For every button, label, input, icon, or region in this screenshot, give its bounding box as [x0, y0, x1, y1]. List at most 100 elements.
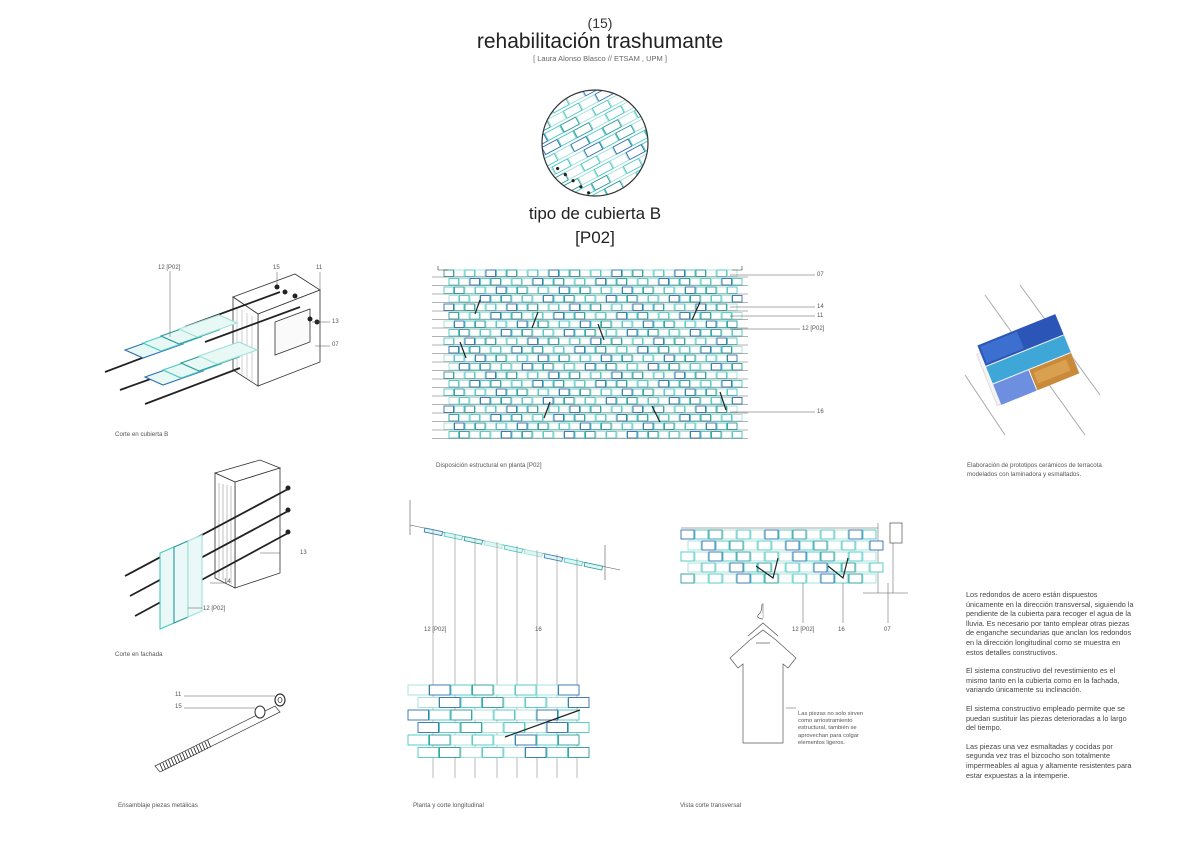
plan-tile — [632, 303, 643, 311]
plan-tile — [679, 431, 690, 439]
plan-tile — [611, 303, 622, 311]
plan-tile — [674, 320, 685, 328]
transverse-tile — [694, 551, 709, 562]
plan-tile — [727, 286, 738, 294]
plan-tile — [548, 337, 559, 345]
caption-vista: Vista corte transversal — [680, 802, 742, 809]
plan-tile — [616, 431, 627, 439]
plan-tile — [627, 312, 638, 320]
plan-tile — [574, 363, 585, 371]
circle-tile — [639, 90, 648, 91]
circle-tile — [578, 94, 599, 111]
longitudinal-tile — [568, 747, 590, 758]
plan-tile — [711, 312, 722, 320]
plan-tile — [690, 431, 701, 439]
plan-tile — [664, 371, 675, 379]
plan-tile — [548, 405, 559, 413]
transverse-tile — [785, 540, 800, 551]
plan-tile — [559, 371, 570, 379]
plan-tile — [517, 422, 528, 430]
plan-tile — [690, 278, 701, 286]
plan-tile — [506, 286, 517, 294]
plan-tile — [685, 405, 696, 413]
plan-tile — [627, 380, 638, 388]
plan-tile — [616, 329, 627, 337]
plan-tile — [658, 380, 669, 388]
plan-tile — [469, 363, 480, 371]
longitudinal-roof-tile — [543, 553, 564, 562]
plan-tile — [569, 320, 580, 328]
plan-tile — [606, 312, 617, 320]
plan-tile — [643, 405, 654, 413]
circle-tile — [617, 110, 638, 127]
plan-tile — [532, 278, 543, 286]
circle-tile — [583, 141, 604, 158]
circle-tile — [542, 138, 562, 156]
longitudinal-tile — [558, 709, 580, 721]
plan-tile — [627, 414, 638, 422]
plan-tile — [443, 405, 454, 413]
plan-tile — [454, 320, 465, 328]
plan-tile — [606, 363, 617, 371]
circle-tile — [652, 156, 671, 171]
plan-tile — [501, 414, 512, 422]
longitudinal-tile — [450, 734, 472, 746]
plan-tile — [496, 371, 507, 379]
plan-tile — [695, 303, 706, 311]
circle-tile — [665, 161, 684, 176]
plan-tile — [538, 320, 549, 328]
plan-tile — [469, 397, 480, 405]
plan-tile — [637, 397, 648, 405]
plan-tile — [648, 363, 659, 371]
circle-tile — [568, 90, 589, 91]
plan-tile — [522, 380, 533, 388]
plan-tile — [727, 354, 738, 362]
plan-tile — [648, 431, 659, 439]
plan-tile — [601, 286, 612, 294]
plan-tile — [501, 295, 512, 303]
longitudinal-tile — [460, 747, 482, 758]
facade-tile — [187, 534, 203, 618]
plan-tile — [590, 337, 601, 345]
plan-tile — [538, 422, 549, 430]
plan-tile — [616, 346, 627, 354]
plan-tile — [622, 354, 633, 362]
plan-tile — [716, 422, 727, 430]
circle-tile — [622, 157, 643, 175]
plan-tile — [727, 337, 738, 345]
plan-tile — [601, 303, 612, 311]
plan-tile — [580, 405, 591, 413]
trans-label-12-p02: 12 [P02] — [792, 627, 815, 633]
plan-tile — [648, 329, 659, 337]
plan-tile — [627, 295, 638, 303]
longitudinal-tile — [525, 747, 547, 758]
longitudinal-tile — [546, 722, 568, 733]
plan-tile — [695, 405, 706, 413]
caption-prototipos-2: modelados con laminadora y esmaltados. — [967, 471, 1082, 478]
transverse-tile — [862, 529, 877, 540]
plan-tile — [475, 303, 486, 311]
plan-tile — [637, 295, 648, 303]
plan-tile — [721, 380, 732, 388]
transverse-tile — [750, 573, 765, 584]
ceramic-prototype-photo — [964, 284, 1101, 436]
plan-tile — [727, 405, 738, 413]
plan-tile — [569, 337, 580, 345]
plan-tile — [459, 295, 470, 303]
plan-tile — [622, 337, 633, 345]
transverse-tile — [694, 529, 709, 540]
circle-tile — [627, 69, 646, 84]
longitudinal-roof-tile — [463, 536, 484, 545]
transverse-tile — [736, 529, 751, 540]
transverse-tile — [729, 540, 744, 551]
plan-tile — [496, 320, 507, 328]
plan-tile — [727, 371, 738, 379]
transverse-tile — [792, 529, 807, 540]
plan-tile — [475, 422, 486, 430]
circle-tile — [581, 90, 602, 97]
plan-tile — [580, 286, 591, 294]
plan-tile — [548, 303, 559, 311]
plan-tile — [732, 295, 743, 303]
paragraph-1: Los redondos de acero están dispuestos ú… — [966, 590, 1134, 657]
plan-tile — [485, 320, 496, 328]
